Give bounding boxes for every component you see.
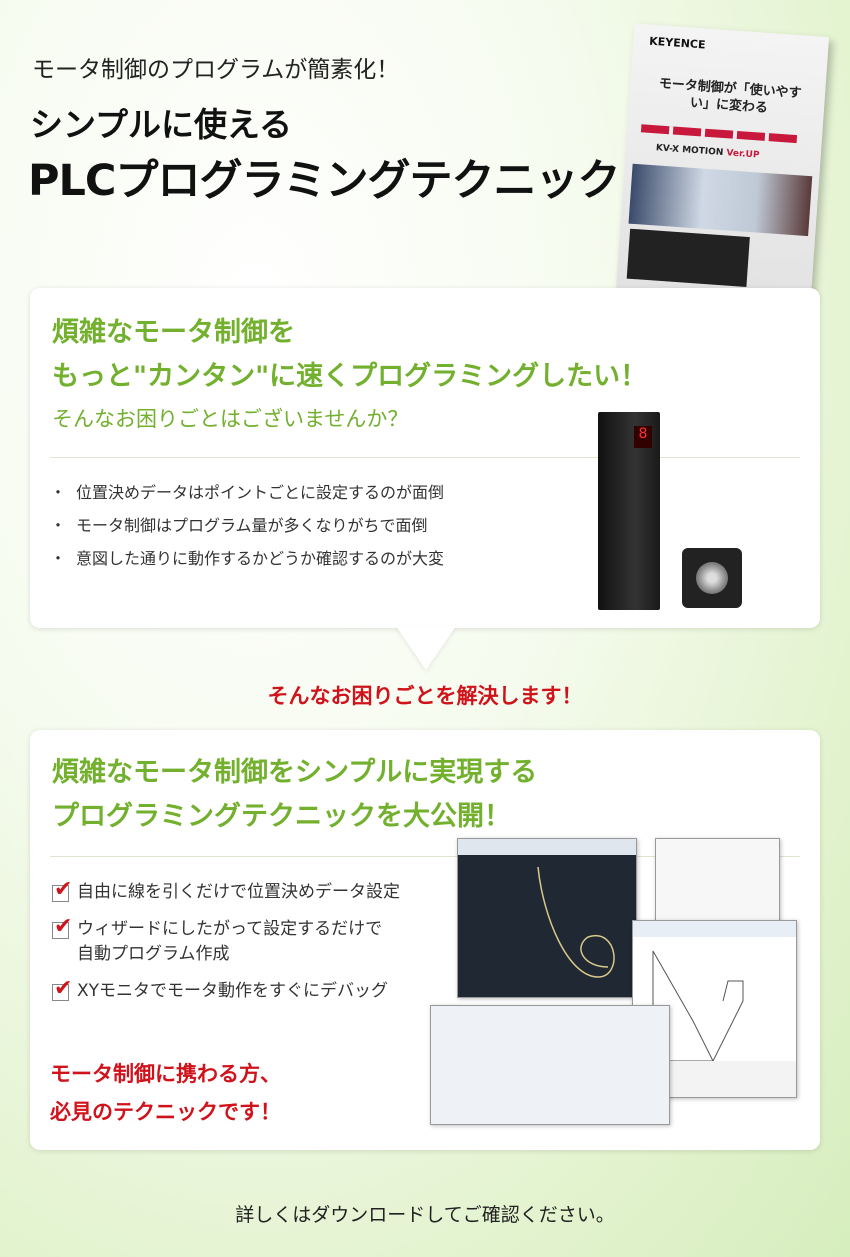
- software-screenshot-path: [457, 838, 637, 998]
- title-line1: シンプルに使える: [30, 105, 293, 144]
- divider: [50, 457, 800, 458]
- title-line2: PLCプログラミングテクニック: [28, 156, 620, 206]
- divider: [50, 856, 800, 857]
- checkbox-icon: [52, 877, 72, 902]
- tagline: モータ制御のプログラムが簡素化！: [32, 57, 400, 83]
- booklet-product: KV-X MOTION Ver.UP: [655, 143, 760, 161]
- list-item: 位置決めデータはポイントごとに設定するのが面倒: [50, 476, 444, 509]
- checkbox-icon: [52, 914, 72, 939]
- checkbox-icon: [52, 976, 72, 1001]
- servo-motor-image: [682, 548, 742, 608]
- booklet-screens: [628, 163, 813, 237]
- booklet-cover-image: KEYENCE モータ制御が「使いやすい」に変わる KV-X MOTION Ve…: [615, 23, 830, 302]
- solution-heading-2: プログラミングテクニックを大公開！: [52, 801, 511, 832]
- problem-subheading: そんなお困りごとはございませんか？: [52, 407, 409, 431]
- solution-checklist: 自由に線を引くだけで位置決めデータ設定 ウィザードにしたがって設定するだけで自動…: [52, 877, 400, 1016]
- transition-text: そんなお困りごとを解決します！: [267, 684, 583, 708]
- callout-line2: 必見のテクニックです！: [50, 1100, 281, 1124]
- list-item: モータ制御はプログラム量が多くなりがちで面倒: [50, 509, 444, 542]
- down-arrow-icon: [396, 626, 456, 670]
- footer-text: 詳しくはダウンロードしてご確認ください。: [235, 1204, 615, 1226]
- brand-logo: KEYENCE: [648, 34, 706, 52]
- solution-heading-1: 煩雑なモータ制御をシンプルに実現する: [52, 757, 538, 788]
- problem-heading-1: 煩雑なモータ制御を: [52, 317, 295, 348]
- booklet-title: モータ制御が「使いやすい」に変わる: [658, 76, 803, 117]
- problem-list: 位置決めデータはポイントごとに設定するのが面倒 モータ制御はプログラム量が多くな…: [50, 476, 444, 575]
- software-screenshot-table: [655, 838, 780, 928]
- booklet-hardware: [626, 228, 750, 287]
- servo-amplifier-image: 8: [598, 412, 660, 610]
- callout-line1: モータ制御に携わる方、: [50, 1062, 281, 1086]
- software-screenshot-xy-monitor: [632, 920, 797, 1098]
- list-item: 意図した通りに動作するかどうか確認するのが大変: [50, 542, 444, 575]
- check-item: XYモニタでモータ動作をすぐにデバッグ: [52, 976, 400, 1004]
- check-item: 自由に線を引くだけで位置決めデータ設定: [52, 877, 400, 905]
- software-screenshot-wizard: [430, 1005, 670, 1125]
- problem-heading-2: もっと"カンタン"に速くプログラミングしたい！: [52, 361, 648, 392]
